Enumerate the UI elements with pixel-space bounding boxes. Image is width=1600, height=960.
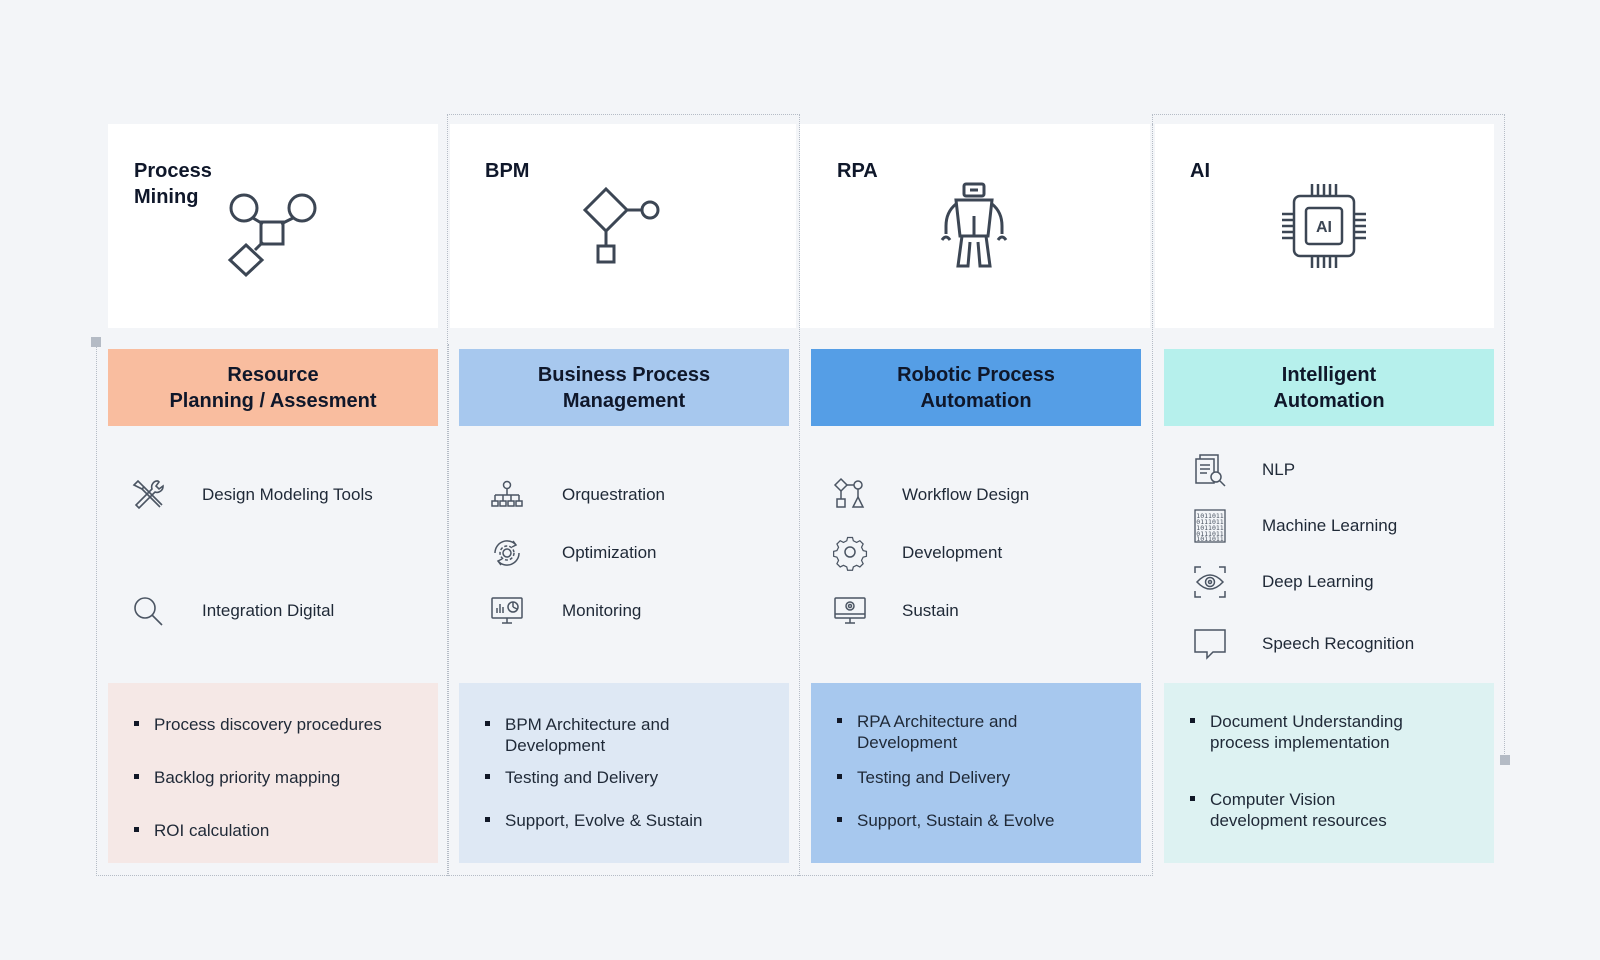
feature-label: Workflow Design	[902, 485, 1030, 504]
top-card: AI AI	[1155, 124, 1494, 328]
feature-item[interactable]: Development	[830, 533, 1002, 573]
feature-item[interactable]: Orquestration	[487, 475, 665, 515]
optimization-gear-icon	[487, 533, 527, 573]
bullet-item: Document Understanding process implement…	[1190, 711, 1403, 753]
top-card: Process Mining	[108, 124, 438, 328]
feature-item[interactable]: Monitoring	[487, 591, 641, 631]
feature-item[interactable]: Deep Learning	[1190, 562, 1374, 602]
feature-item[interactable]: 1011011 0111011 1011011 0111011 1011011 …	[1190, 506, 1397, 546]
column-title: BPM	[485, 160, 530, 182]
workflow-shapes-icon	[830, 475, 870, 515]
top-card: RPA	[800, 124, 1150, 328]
bullet-panel: Document Understanding process implement…	[1164, 683, 1494, 863]
chip-label: AI	[1316, 219, 1332, 236]
magnifier-icon	[128, 591, 168, 631]
bullet-item: Computer Vision development resources	[1190, 789, 1387, 831]
tools-icon	[128, 475, 168, 515]
svg-text:0111011: 0111011	[1196, 530, 1223, 538]
ai-chip-icon: AI	[1282, 184, 1366, 268]
robot-icon	[940, 182, 1008, 268]
bullet-item: Backlog priority mapping	[134, 767, 340, 788]
svg-text:0111011: 0111011	[1196, 518, 1223, 526]
column-title: AI	[1190, 160, 1210, 182]
selection-frame-4	[1152, 114, 1505, 762]
svg-text:1011011: 1011011	[1196, 512, 1223, 520]
bullet-panel: Process discovery procedures Backlog pri…	[108, 683, 438, 863]
feature-label: Integration Digital	[202, 601, 335, 620]
bullet-item: Testing and Delivery	[837, 767, 1010, 788]
resize-handle[interactable]	[91, 337, 101, 347]
feature-item[interactable]: NLP	[1190, 450, 1295, 490]
column-banner: Business Process Management	[459, 349, 789, 426]
feature-label: Machine Learning	[1262, 516, 1398, 535]
monitor-gear-icon	[830, 591, 870, 631]
bullet-item: Support, Evolve & Sustain	[485, 810, 703, 831]
feature-item[interactable]: Optimization	[487, 533, 656, 573]
feature-item[interactable]: Integration Digital	[128, 591, 334, 631]
bullet-panel: BPM Architecture and Development Testing…	[459, 683, 789, 863]
bullet-item: Testing and Delivery	[485, 767, 658, 788]
column-banner: Intelligent Automation	[1164, 349, 1494, 426]
resize-handle[interactable]	[1500, 755, 1510, 765]
monitor-chart-icon	[487, 591, 527, 631]
bullet-item: Process discovery procedures	[134, 714, 382, 735]
feature-label: Speech Recognition	[1262, 634, 1415, 653]
feature-item[interactable]: Design Modeling Tools	[128, 475, 373, 515]
speech-bubble-icon	[1190, 624, 1230, 664]
feature-item[interactable]: Workflow Design	[830, 475, 1029, 515]
bullet-item: BPM Architecture and Development	[485, 714, 669, 756]
column-banner: Resource Planning / Assesment	[108, 349, 438, 426]
svg-text:1011011: 1011011	[1196, 524, 1223, 532]
gear-icon	[830, 533, 870, 573]
column-title: RPA	[837, 160, 878, 182]
eye-scan-icon	[1190, 562, 1230, 602]
feature-label: Orquestration	[562, 485, 665, 504]
feature-label: Development	[902, 543, 1003, 562]
selection-frame-2	[447, 114, 800, 876]
column-title: Process Mining	[134, 160, 212, 208]
feature-item[interactable]: Sustain	[830, 591, 959, 631]
top-card: BPM	[450, 124, 796, 328]
column-banner: Robotic Process Automation	[811, 349, 1141, 426]
selection-frame-1	[96, 344, 449, 876]
bpm-flow-icon	[582, 186, 660, 264]
bullet-item: Support, Sustain & Evolve	[837, 810, 1055, 831]
process-mining-icon	[227, 193, 317, 278]
svg-text:1011011: 1011011	[1196, 535, 1223, 543]
feature-label: Monitoring	[562, 601, 642, 620]
bullet-item: RPA Architecture and Development	[837, 711, 1017, 753]
binary-code-icon: 1011011 0111011 1011011 0111011 1011011	[1190, 506, 1230, 546]
bullet-item: ROI calculation	[134, 820, 269, 841]
feature-label: Deep Learning	[1262, 572, 1374, 591]
bullet-panel: RPA Architecture and Development Testing…	[811, 683, 1141, 863]
feature-label: Design Modeling Tools	[202, 485, 373, 504]
feature-label: NLP	[1262, 460, 1296, 479]
feature-label: Optimization	[562, 543, 657, 562]
org-chart-icon	[487, 475, 527, 515]
document-search-icon	[1190, 450, 1230, 490]
feature-label: Sustain	[902, 601, 959, 620]
feature-item[interactable]: Speech Recognition	[1190, 624, 1414, 664]
